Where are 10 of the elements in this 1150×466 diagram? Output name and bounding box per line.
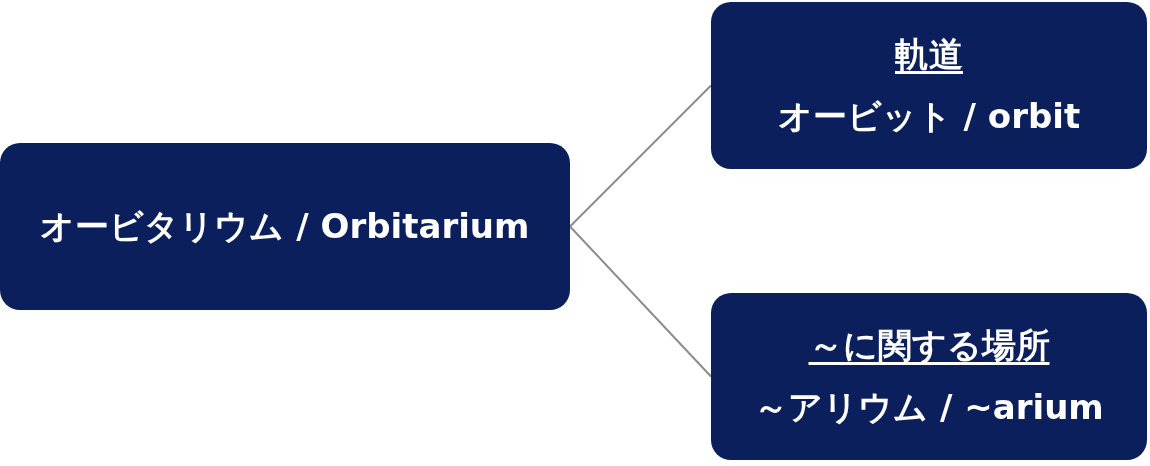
connector-line (569, 84, 712, 228)
rounded-box (0, 143, 570, 310)
box-text: ～アリウム / ~arium (754, 387, 1104, 427)
heading-text: ～に関する場所 (808, 326, 1050, 366)
rounded-box (711, 2, 1147, 169)
rounded-box (711, 293, 1147, 460)
box-text: オービット / orbit (777, 96, 1081, 136)
connector-line (569, 225, 712, 378)
box-text: オービタリウム / Orbitarium (40, 206, 530, 247)
heading-text: 軌道 (895, 35, 963, 75)
